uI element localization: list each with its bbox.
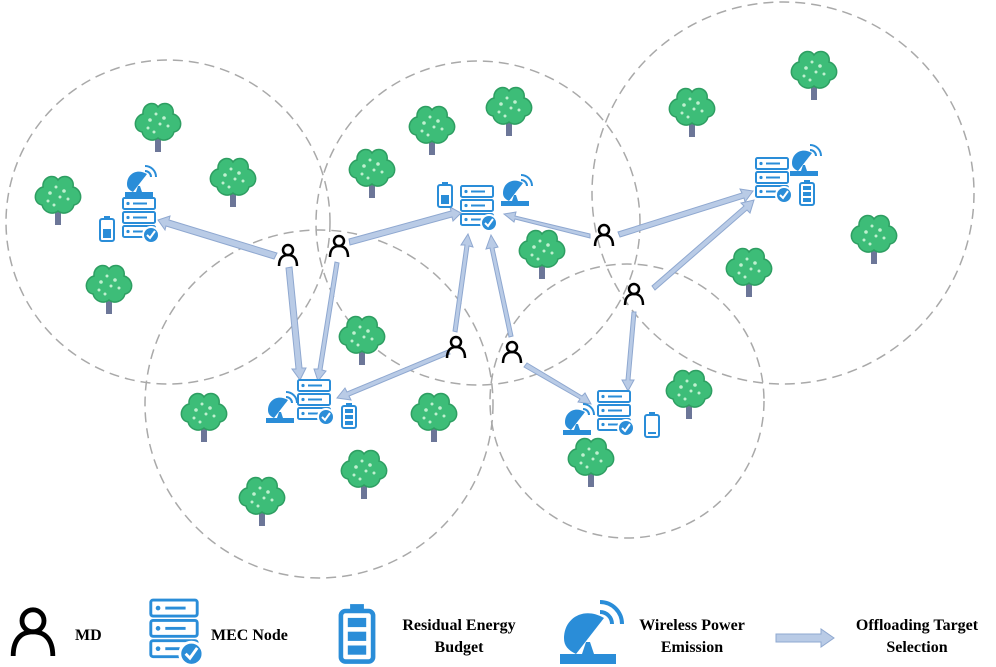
arrow-icon (485, 233, 514, 338)
tree-icon (665, 369, 713, 420)
satellite-dish-icon (558, 600, 624, 666)
legend-energy-line1: Residual Energy (402, 617, 515, 634)
person-icon (501, 340, 523, 365)
legend-wireless: Wireless Power Emission (558, 600, 745, 666)
person-icon (277, 243, 299, 268)
satellite-dish-icon (562, 403, 595, 436)
coverage-circles (5, 1, 975, 579)
satellite-dish-icon (789, 144, 822, 177)
tree-icon (180, 392, 228, 443)
mec-server-icon (460, 185, 498, 232)
legend-wireless-line2: Emission (661, 639, 723, 656)
offloading-arrows (157, 188, 755, 405)
arrow-icon (502, 211, 591, 239)
arrow-icon (157, 215, 278, 260)
battery-icon (341, 604, 373, 662)
legend-wireless-line1: Wireless Power (639, 617, 745, 634)
arrow-icon (621, 311, 637, 393)
tree-icon (790, 50, 838, 101)
coverage-circle (489, 263, 765, 539)
battery-icon (99, 215, 115, 242)
tree-icon (408, 105, 456, 156)
satellite-dish-icon (500, 174, 533, 207)
tree-icon (340, 449, 388, 500)
arrow-icon (523, 362, 592, 405)
mec-node-3 (755, 144, 822, 206)
coverage-circle (5, 59, 331, 385)
tree-icon (348, 148, 396, 199)
trees (34, 50, 898, 527)
mec-server-icon (149, 598, 205, 667)
legend: MD MEC Node Residual Energy Budget Wirel… (10, 598, 979, 667)
satellite-dish-icon (124, 165, 157, 198)
tree-icon (485, 86, 533, 137)
arrow-icon (617, 188, 754, 238)
tree-icon (209, 157, 257, 208)
mec-server-icon (597, 390, 635, 437)
mec-node-1 (99, 165, 160, 244)
satellite-dish-icon (265, 391, 298, 424)
tree-icon (518, 229, 566, 280)
coverage-circle (591, 1, 975, 385)
person-icon (328, 234, 350, 259)
person-icon (623, 282, 645, 307)
arrow-icon (452, 232, 474, 333)
battery-icon (644, 411, 660, 438)
legend-offload: Offloading Target Selection (775, 617, 979, 656)
legend-energy-line2: Budget (435, 639, 485, 656)
mec-server-icon (755, 157, 793, 204)
tree-icon (567, 437, 615, 488)
tree-icon (85, 264, 133, 315)
legend-mec-node-label: MEC Node (211, 627, 288, 644)
arrow-icon (348, 206, 462, 246)
legend-md-label: MD (75, 627, 102, 644)
tree-icon (34, 175, 82, 226)
arrow-icon (775, 628, 835, 648)
tree-icon (725, 247, 773, 298)
person-icon (10, 607, 56, 657)
arrow-icon (651, 199, 755, 291)
person-icon (593, 223, 615, 248)
mec-node-2 (437, 174, 533, 232)
coverage-circle (144, 229, 494, 579)
tree-icon (850, 214, 898, 265)
coverage-circle (315, 60, 641, 386)
legend-offload-line2: Selection (886, 639, 947, 656)
battery-icon (437, 181, 453, 208)
tree-icon (338, 315, 386, 366)
battery-icon (799, 179, 815, 206)
tree-icon (134, 102, 182, 153)
tree-icon (410, 392, 458, 443)
battery-icon (341, 402, 357, 429)
person-icon (445, 335, 467, 360)
legend-mec-node: MEC Node (149, 598, 288, 667)
legend-md: MD (10, 607, 102, 657)
arrow-icon (313, 261, 340, 383)
mec-node-4 (265, 379, 357, 429)
mec-server-icon (122, 197, 160, 244)
legend-offload-line1: Offloading Target (856, 617, 979, 634)
tree-icon (238, 476, 286, 527)
arrow-icon (285, 266, 307, 381)
legend-energy: Residual Energy Budget (341, 604, 516, 662)
arrow-icon (336, 349, 451, 401)
tree-icon (668, 87, 716, 138)
mec-server-icon (297, 379, 335, 426)
